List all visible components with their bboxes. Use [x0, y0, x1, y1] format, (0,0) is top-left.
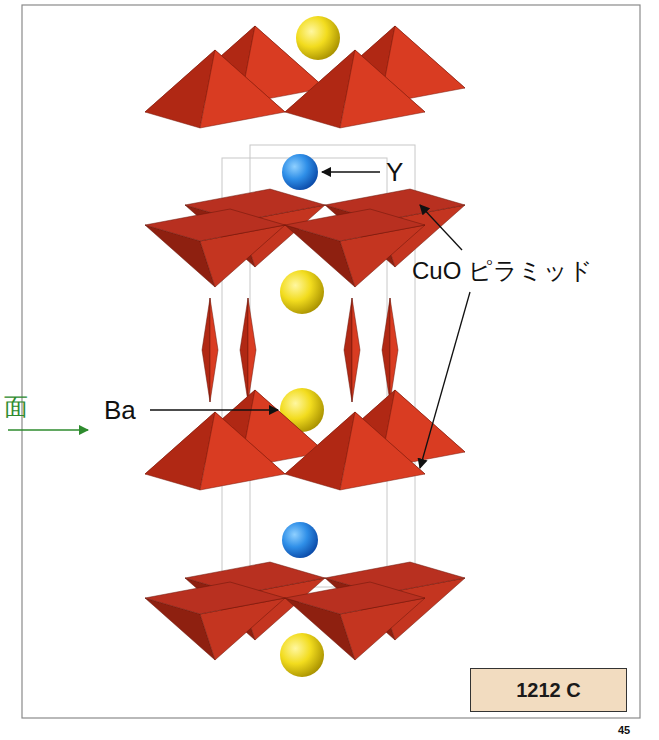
cuo-pyramid-layer — [145, 390, 465, 490]
y-atom — [282, 154, 318, 190]
cuo-pyramid-layer — [145, 26, 465, 128]
leader-arrow — [150, 172, 470, 468]
ba-atom — [280, 633, 324, 677]
ba-atom — [280, 270, 324, 314]
plane-label: 面 — [4, 394, 28, 420]
plane-arrow — [8, 429, 88, 431]
cuo-pyramid-layer — [145, 562, 465, 660]
atom-label: Y — [386, 158, 403, 187]
atom-label: Ba — [104, 396, 136, 425]
plate-code: 1212 C — [516, 679, 581, 702]
page-number: 45 — [618, 724, 630, 736]
ba-atom — [296, 16, 340, 60]
y-atom — [282, 522, 318, 558]
caption-box: 1212 C — [470, 668, 627, 712]
plate-frame — [22, 5, 640, 718]
cuo-chain-diamond — [202, 298, 398, 402]
part-label: CuO ピラミッド — [412, 258, 593, 284]
